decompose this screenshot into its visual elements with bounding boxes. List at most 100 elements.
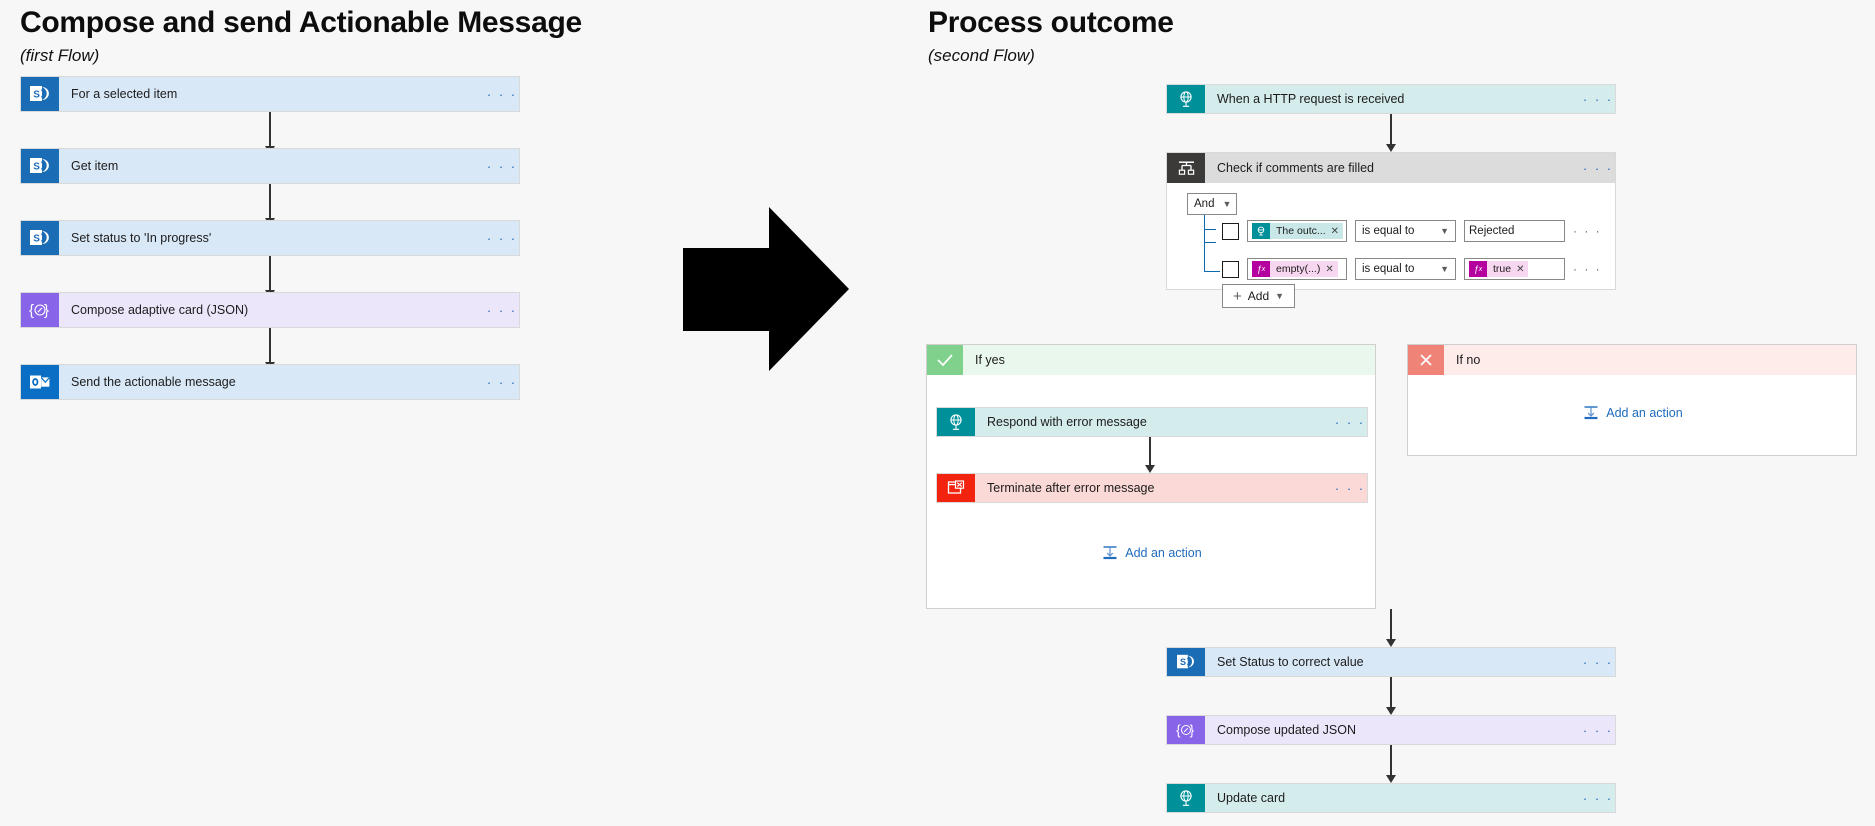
flow-step-compose-updated-json[interactable]: { } Compose updated JSON · · · [1166, 715, 1616, 745]
remove-token-icon[interactable]: ✕ [1325, 263, 1334, 275]
left-flow-title: Compose and send Actionable Message [20, 6, 582, 39]
chevron-down-icon: ▼ [1222, 199, 1232, 209]
outlook-icon [21, 365, 59, 399]
flow-step-for-a-selected-item[interactable]: S For a selected item · · · [20, 76, 520, 112]
condition-block[interactable]: Check if comments are filled · · · And ▼ [1166, 152, 1616, 308]
condition-row-checkbox[interactable] [1222, 260, 1239, 278]
http-response-icon [937, 408, 975, 436]
step-label: Compose updated JSON [1217, 723, 1356, 737]
condition-operator-select[interactable]: is equal to ▼ [1355, 258, 1456, 280]
condition-row[interactable]: The outc... ✕ is equal to ▼ Rejected · ·… [1222, 220, 1602, 242]
condition-header[interactable]: Check if comments are filled · · · [1167, 153, 1615, 183]
step-menu-button[interactable]: · · · [1582, 654, 1614, 670]
step-menu-button[interactable]: · · · [486, 230, 518, 246]
step-label: Set Status to correct value [1217, 655, 1364, 669]
step-menu-button[interactable]: · · · [1582, 91, 1614, 107]
right-flow-title: Process outcome [928, 6, 1174, 39]
connector-arrow [1386, 609, 1400, 647]
condition-right-value: Rejected [1469, 225, 1515, 237]
svg-text:{: { [1176, 723, 1181, 738]
condition-operator-select[interactable]: is equal to ▼ [1355, 220, 1456, 242]
svg-text:S: S [33, 234, 40, 245]
flow-step-send-actionable-message[interactable]: Send the actionable message · · · [20, 364, 520, 400]
branch-if-no[interactable]: If no Add an action [1407, 344, 1857, 456]
step-menu-button[interactable]: · · · [486, 302, 518, 318]
add-action-icon [1102, 545, 1118, 560]
logic-operator-value: And [1194, 198, 1215, 210]
chevron-down-icon: ▼ [1440, 226, 1449, 236]
step-label: Update card [1217, 791, 1286, 805]
connector-arrow [1386, 114, 1400, 152]
step-label: Send the actionable message [71, 375, 236, 389]
condition-right-operand[interactable]: Rejected [1464, 220, 1565, 242]
flow-step-set-status-in-progress[interactable]: S Set status to 'In progress' · · · [20, 220, 520, 256]
compose-icon: { } [1167, 716, 1205, 744]
step-label: Get item [71, 159, 119, 173]
add-condition-button[interactable]: + Add ▼ [1222, 284, 1296, 308]
condition-left-operand[interactable]: The outc... ✕ [1247, 220, 1347, 242]
sharepoint-icon: S [1167, 648, 1205, 676]
chevron-down-icon: ▼ [1440, 264, 1449, 274]
flow-step-update-card[interactable]: Update card · · · [1166, 783, 1616, 813]
add-an-action-button-yes[interactable]: Add an action [927, 545, 1377, 560]
flow-step-terminate-after-error-message[interactable]: Terminate after error message · · · [936, 473, 1368, 503]
transition-right-arrow [681, 205, 851, 373]
condition-brace-add [1204, 271, 1220, 272]
plus-icon: + [1233, 287, 1242, 305]
condition-row-menu-button[interactable]: · · · [1573, 224, 1602, 238]
step-label: Respond with error message [987, 415, 1147, 429]
step-menu-button[interactable]: · · · [1582, 722, 1614, 738]
operator-value: is equal to [1362, 225, 1415, 237]
condition-brace-row2 [1204, 242, 1216, 243]
right-flow-subtitle: (second Flow) [928, 46, 1035, 65]
branch-if-yes[interactable]: If yes Respond with error message · · · … [926, 344, 1376, 609]
logic-operator-select[interactable]: And ▼ [1187, 193, 1237, 215]
condition-brace-row1 [1204, 229, 1216, 230]
terminate-icon [937, 474, 975, 502]
svg-text:}: } [1190, 723, 1195, 738]
left-flow-subtitle: (first Flow) [20, 46, 100, 65]
branch-label: If no [1456, 353, 1481, 367]
flow-step-set-status-to-correct-value[interactable]: S Set Status to correct value · · · [1166, 647, 1616, 677]
condition-menu-button[interactable]: · · · [1582, 160, 1614, 176]
control-condition-icon [1167, 153, 1205, 183]
connector-arrow [1386, 677, 1400, 715]
condition-row-menu-button[interactable]: · · · [1573, 262, 1602, 276]
step-menu-button[interactable]: · · · [486, 158, 518, 174]
step-menu-button[interactable]: · · · [486, 374, 518, 390]
token-label: empty(...) [1276, 263, 1321, 275]
add-an-action-button-no[interactable]: Add an action [1408, 405, 1858, 420]
svg-text:S: S [33, 90, 40, 101]
check-icon [927, 345, 963, 375]
flow-step-compose-adaptive-card[interactable]: { } Compose adaptive card (JSON) · · · [20, 292, 520, 328]
add-an-action-label: Add an action [1125, 545, 1202, 560]
dynamic-content-token[interactable]: The outc... ✕ [1252, 223, 1343, 239]
step-menu-button[interactable]: · · · [1334, 414, 1366, 430]
condition-row-checkbox[interactable] [1222, 222, 1239, 240]
compose-icon: { } [21, 293, 59, 327]
step-menu-button[interactable]: · · · [1334, 480, 1366, 496]
svg-text:}: } [44, 302, 49, 319]
step-menu-button[interactable]: · · · [486, 86, 518, 102]
svg-text:S: S [1180, 657, 1186, 667]
branch-if-no-header: If no [1408, 345, 1856, 375]
flow-step-get-item[interactable]: S Get item · · · [20, 148, 520, 184]
condition-label: Check if comments are filled [1217, 161, 1375, 175]
token-label: true [1493, 263, 1512, 275]
remove-token-icon[interactable]: ✕ [1330, 225, 1339, 237]
token-label: The outc... [1276, 225, 1326, 237]
http-request-icon [1167, 784, 1205, 812]
step-menu-button[interactable]: · · · [1582, 790, 1614, 806]
step-label: Terminate after error message [987, 481, 1155, 495]
branch-label: If yes [975, 353, 1005, 367]
flow-step-when-http-request-received[interactable]: When a HTTP request is received · · · [1166, 84, 1616, 114]
remove-token-icon[interactable]: ✕ [1516, 263, 1525, 275]
flow-step-respond-with-error-message[interactable]: Respond with error message · · · [936, 407, 1368, 437]
